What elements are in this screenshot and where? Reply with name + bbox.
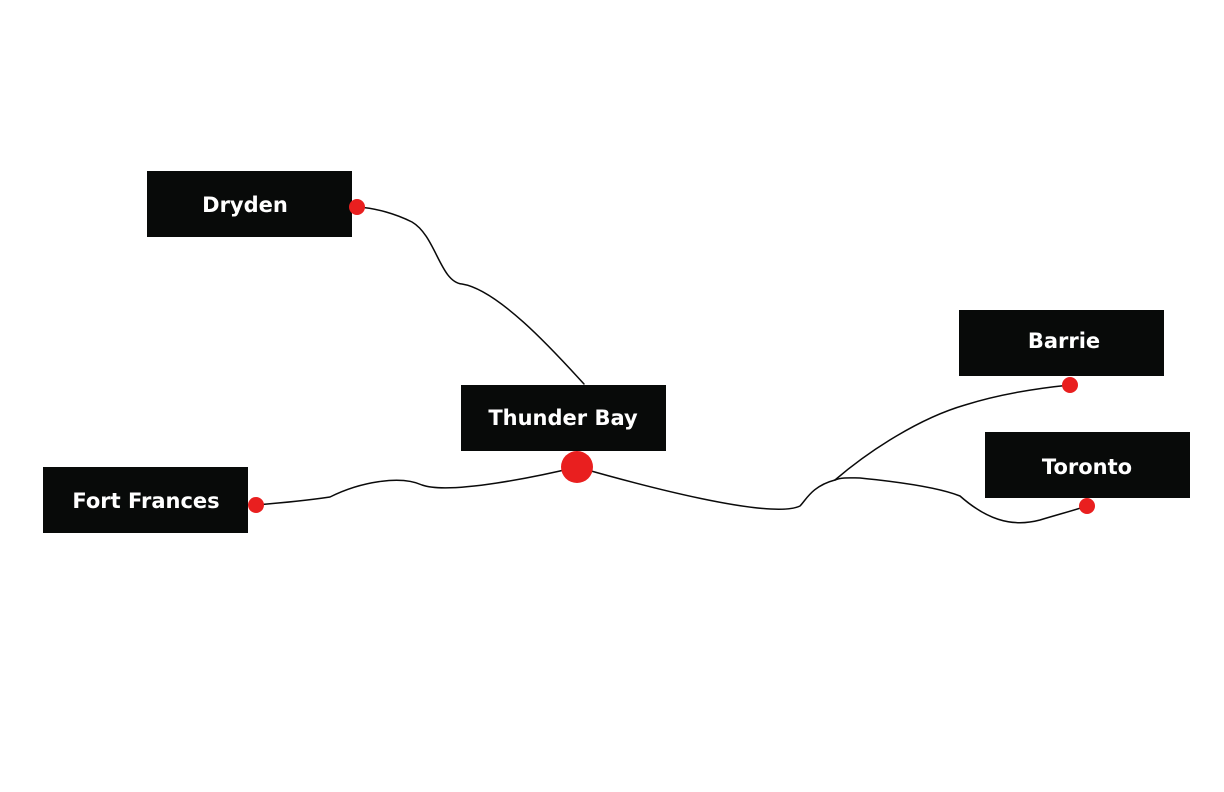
route-thunder-bay-dryden [356,206,585,385]
marker-barrie[interactable] [1062,377,1078,393]
marker-toronto[interactable] [1079,498,1095,514]
marker-thunder-bay[interactable] [561,451,593,483]
city-name-fort-frances: Fort Frances [72,489,219,513]
city-labels: Dryden Thunder Bay Fort Frances Barrie T… [43,171,1190,533]
city-label-dryden[interactable]: Dryden [147,171,352,237]
city-label-thunder-bay[interactable]: Thunder Bay [461,385,666,451]
route-thunder-bay-toronto [834,477,1088,524]
city-name-barrie: Barrie [1028,329,1100,353]
route-thunder-bay-east-trunk [576,466,836,510]
city-label-barrie[interactable]: Barrie [959,310,1164,376]
marker-fort-frances[interactable] [248,497,264,513]
routes [255,206,1088,524]
city-name-toronto: Toronto [1042,455,1132,479]
city-name-dryden: Dryden [202,193,288,217]
city-markers [248,199,1095,514]
city-name-thunder-bay: Thunder Bay [488,406,638,430]
route-thunder-bay-barrie [834,384,1071,481]
route-thunder-bay-fort-frances [255,466,578,506]
marker-dryden[interactable] [349,199,365,215]
city-label-fort-frances[interactable]: Fort Frances [43,467,248,533]
city-label-toronto[interactable]: Toronto [985,432,1190,498]
